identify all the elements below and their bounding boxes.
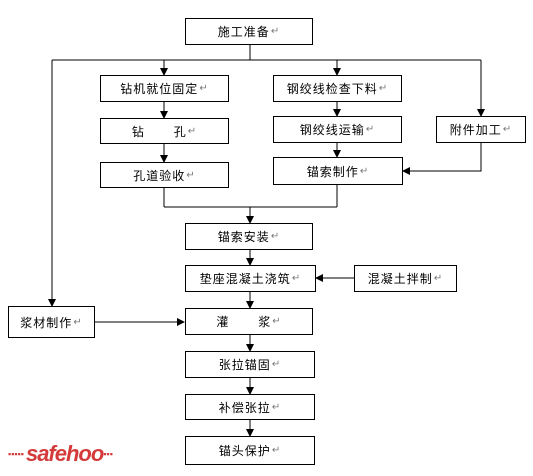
node-hole-acceptance: 孔道验收↵: [100, 162, 229, 188]
watermark-dots: ▪▪▪▪▪: [8, 449, 24, 459]
watermark-logo: ▪▪▪▪▪ safehoo ▪▪▪: [8, 441, 115, 467]
node-label: 孔道验收: [133, 168, 186, 183]
return-mark: ↵: [271, 401, 282, 413]
return-mark: ↵: [291, 273, 302, 284]
return-mark: ↵: [199, 83, 209, 94]
node-strand-inspection: 钢绞线检查下料↵: [273, 75, 402, 102]
node-tension-anchoring: 张拉锚固↵: [185, 351, 315, 378]
return-mark: ↵: [187, 125, 198, 137]
node-label: 附件加工: [449, 123, 502, 137]
node-supplementary-tension: 补偿张拉↵: [185, 394, 315, 420]
return-mark: ↵: [359, 165, 370, 177]
node-label: 钢绞线运输: [299, 123, 365, 137]
node-anchor-head-protection: 锚头保护↵: [185, 436, 315, 465]
node-label: 浆材制作: [20, 315, 73, 330]
return-mark: ↵: [378, 83, 389, 94]
return-mark: ↵: [271, 445, 282, 456]
node-accessory-processing: 附件加工↵: [436, 116, 526, 143]
watermark-brand: safehoo: [25, 441, 104, 466]
return-mark: ↵: [270, 26, 281, 37]
node-drill-positioning: 钻机就位固定↵: [100, 75, 229, 102]
node-label: 钻机就位固定: [120, 82, 199, 96]
return-mark: ↵: [186, 169, 196, 181]
return-mark: ↵: [433, 273, 444, 284]
node-label: 钢绞线检查下料: [286, 82, 378, 96]
return-mark: ↵: [272, 316, 282, 327]
return-mark: ↵: [365, 124, 376, 135]
node-anchor-installation: 锚索安装↵: [185, 223, 313, 250]
node-label: 灌 浆: [216, 315, 272, 329]
node-label: 锚索安装: [217, 230, 270, 244]
node-label: 垫座混凝土浇筑: [199, 272, 291, 286]
node-pad-concrete-pouring: 垫座混凝土浇筑↵: [185, 265, 316, 292]
node-label: 混凝土拌制: [367, 272, 433, 286]
node-grout-making: 浆材制作↵: [8, 306, 95, 338]
node-label: 锚头保护: [218, 444, 271, 458]
watermark-suffix: ▪▪▪: [103, 449, 113, 459]
node-label: 补偿张拉: [218, 400, 271, 415]
node-label: 钻 孔: [131, 124, 187, 139]
node-construction-prep: 施工准备↵: [185, 18, 313, 45]
node-anchor-making: 锚索制作↵: [273, 157, 403, 185]
return-mark: ↵: [502, 124, 513, 135]
node-label: 施工准备: [217, 25, 270, 39]
node-concrete-mixing: 混凝土拌制↵: [354, 265, 457, 292]
node-label: 锚索制作: [306, 164, 359, 179]
arrow-accessory-to-anchor-make: [402, 143, 482, 175]
node-strand-transport: 钢绞线运输↵: [273, 116, 402, 143]
return-mark: ↵: [270, 231, 281, 242]
return-mark: ↵: [271, 359, 282, 370]
node-drilling: 钻 孔↵: [100, 118, 229, 144]
return-mark: ↵: [73, 316, 83, 328]
node-label: 张拉锚固: [218, 358, 271, 372]
node-grouting: 灌 浆↵: [185, 308, 313, 335]
